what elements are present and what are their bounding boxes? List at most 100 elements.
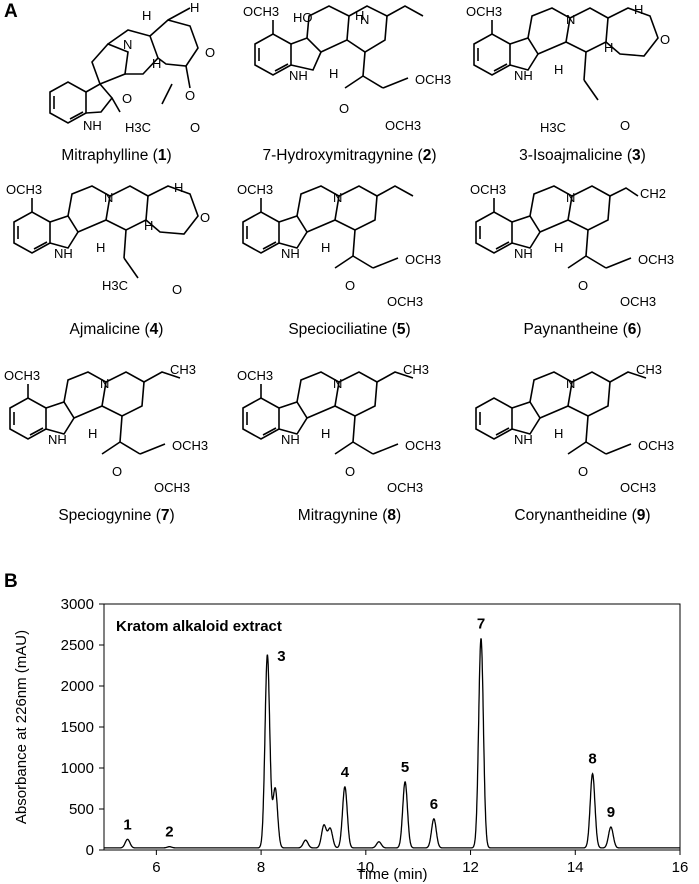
- x-tick-label: 6: [152, 859, 160, 876]
- peak-label-2: 2: [165, 824, 173, 841]
- atom-label-9b: N: [566, 376, 575, 391]
- atom-label-7c: N: [100, 376, 109, 391]
- atom-label-8a: OCH3: [237, 368, 273, 383]
- atom-label-8c: N: [333, 376, 342, 391]
- atom-label-9c: NH: [514, 432, 533, 447]
- atom-label-8d: NH: [281, 432, 300, 447]
- compound-caption-2: 7-Hydroxymitragynine (2): [262, 147, 437, 164]
- atom-label-4h: H3C: [102, 278, 128, 293]
- compound-number-2: 2: [422, 147, 432, 164]
- x-tick-label: 10: [357, 859, 374, 876]
- atom-label-4f: H: [174, 180, 183, 195]
- atom-label-2c: N: [360, 12, 369, 27]
- atom-label-6g: O: [578, 278, 588, 293]
- structure-drawing-6: OCH3 N CH2 NH H OCH3 O OCH3: [470, 182, 674, 309]
- atom-label-6d: NH: [514, 246, 533, 261]
- compound-cell-7: OCH3 CH3 N NH H OCH3 O OCH3 Speciogynine…: [0, 364, 233, 554]
- atom-label-9d: H: [554, 426, 563, 441]
- y-tick-label: 2000: [61, 678, 94, 695]
- peak-label-6: 6: [430, 796, 438, 813]
- atom-label-1i: H3C: [125, 120, 151, 135]
- atom-label-4c: NH: [54, 246, 73, 261]
- compound-cell-2: OCH3 HO N NH H H OCH3 O OCH3 7-Hydroxymi…: [233, 0, 466, 190]
- atom-label-4d: H: [96, 240, 105, 255]
- atom-label-7a: OCH3: [4, 368, 40, 383]
- atom-label-7h: OCH3: [154, 480, 190, 495]
- structure-drawing-2: OCH3 HO N NH H H OCH3 O OCH3: [243, 4, 451, 133]
- atom-label-7g: O: [112, 464, 122, 479]
- atom-label-5g: OCH3: [387, 294, 423, 309]
- atom-label-2d: NH: [289, 68, 308, 83]
- atom-label-7f: OCH3: [172, 438, 208, 453]
- structure-drawing-7: OCH3 CH3 N NH H OCH3 O OCH3: [4, 364, 208, 495]
- atom-label-3d: H: [554, 62, 563, 77]
- atom-label-1f: O: [122, 91, 132, 106]
- y-tick-label: 1500: [61, 719, 94, 736]
- atom-label-3f: H: [634, 2, 643, 17]
- compound-caption-4: Ajmalicine (4): [69, 321, 164, 338]
- compound-caption-1: Mitraphylline (1): [61, 147, 172, 164]
- compound-cell-8: OCH3 CH3 N NH H OCH3 O OCH3 Mitragynine …: [233, 364, 466, 554]
- atom-label-2i: OCH3: [385, 118, 421, 133]
- atom-label-5b: N: [333, 190, 342, 205]
- compound-name-7: Speciogynine: [58, 507, 152, 524]
- compound-number-1: 1: [157, 147, 167, 164]
- atom-label-6e: H: [554, 240, 563, 255]
- atom-label-4a: OCH3: [6, 182, 42, 197]
- compound-number-6: 6: [627, 321, 637, 338]
- y-axis-label: Absorbance at 226nm (mAU): [13, 630, 30, 824]
- compound-name-3: 3-Isoajmalicine: [519, 147, 623, 164]
- peak-label-1: 1: [123, 816, 131, 833]
- compound-caption-7: Speciogynine (7): [58, 507, 175, 524]
- atom-label-5d: H: [321, 240, 330, 255]
- compound-number-3: 3: [632, 147, 641, 164]
- atom-label-3b: N: [566, 12, 575, 27]
- peak-label-9: 9: [607, 804, 615, 821]
- compound-name-5: Speciociliatine: [288, 321, 388, 338]
- compound-cell-6: OCH3 N CH2 NH H OCH3 O OCH3 Paynantheine…: [466, 178, 699, 368]
- structure-drawing-5: OCH3 N NH H OCH3 O OCH3: [237, 182, 441, 309]
- atom-label-1c: H: [152, 56, 161, 71]
- atom-label-7b: CH3: [170, 364, 196, 377]
- compound-caption-8: Mitragynine (8): [297, 507, 402, 524]
- compound-cell-5: OCH3 N NH H OCH3 O OCH3 Speciociliatine …: [233, 178, 466, 368]
- atom-label-2b: HO: [293, 10, 313, 25]
- compound-number-4: 4: [149, 321, 159, 338]
- structure-drawing-9: CH3 N NH H OCH3 O OCH3: [475, 364, 674, 495]
- atom-label-1a: H: [142, 8, 151, 23]
- atom-label-8h: OCH3: [387, 480, 423, 495]
- peak-label-7: 7: [477, 615, 485, 632]
- compound-caption-6: Paynantheine (6): [523, 321, 642, 338]
- atom-label-3e: H: [604, 40, 613, 55]
- atom-label-7d: NH: [48, 432, 67, 447]
- compound-name-8: Mitragynine: [297, 507, 378, 524]
- atom-label-2h: O: [339, 101, 349, 116]
- atom-label-4g: O: [200, 210, 210, 225]
- compound-name-2: 7-Hydroxymitragynine: [262, 147, 414, 164]
- peak-label-5: 5: [401, 759, 409, 776]
- atom-label-5a: OCH3: [237, 182, 273, 197]
- atom-label-6h: OCH3: [620, 294, 656, 309]
- compound-cell-3: OCH3 N NH H H H O H3C O 3-Isoajmalicine …: [466, 0, 699, 190]
- atom-label-9e: OCH3: [638, 438, 674, 453]
- atom-label-2f: H: [355, 8, 364, 23]
- atom-label-5c: NH: [281, 246, 300, 261]
- atom-label-3g: O: [660, 32, 670, 47]
- atom-label-1h: O: [185, 88, 195, 103]
- atom-label-6b: N: [566, 190, 575, 205]
- y-tick-label: 3000: [61, 596, 94, 613]
- compound-cell-9: CH3 N NH H OCH3 O OCH3 Corynantheidine (…: [466, 364, 699, 554]
- atom-label-8f: OCH3: [405, 438, 441, 453]
- atom-label-5f: O: [345, 278, 355, 293]
- atom-label-6c: CH2: [640, 186, 666, 201]
- y-tick-label: 0: [86, 842, 94, 859]
- structure-drawing-3: OCH3 N NH H H H O H3C O: [466, 2, 670, 135]
- atom-label-4i: O: [172, 282, 182, 297]
- atom-label-1g: NH: [83, 118, 102, 133]
- x-tick-label: 14: [567, 859, 584, 876]
- atom-label-3h: H3C: [540, 120, 566, 135]
- structure-drawing-8: OCH3 CH3 N NH H OCH3 O OCH3: [237, 364, 441, 495]
- compound-caption-9: Corynantheidine (9): [514, 507, 651, 524]
